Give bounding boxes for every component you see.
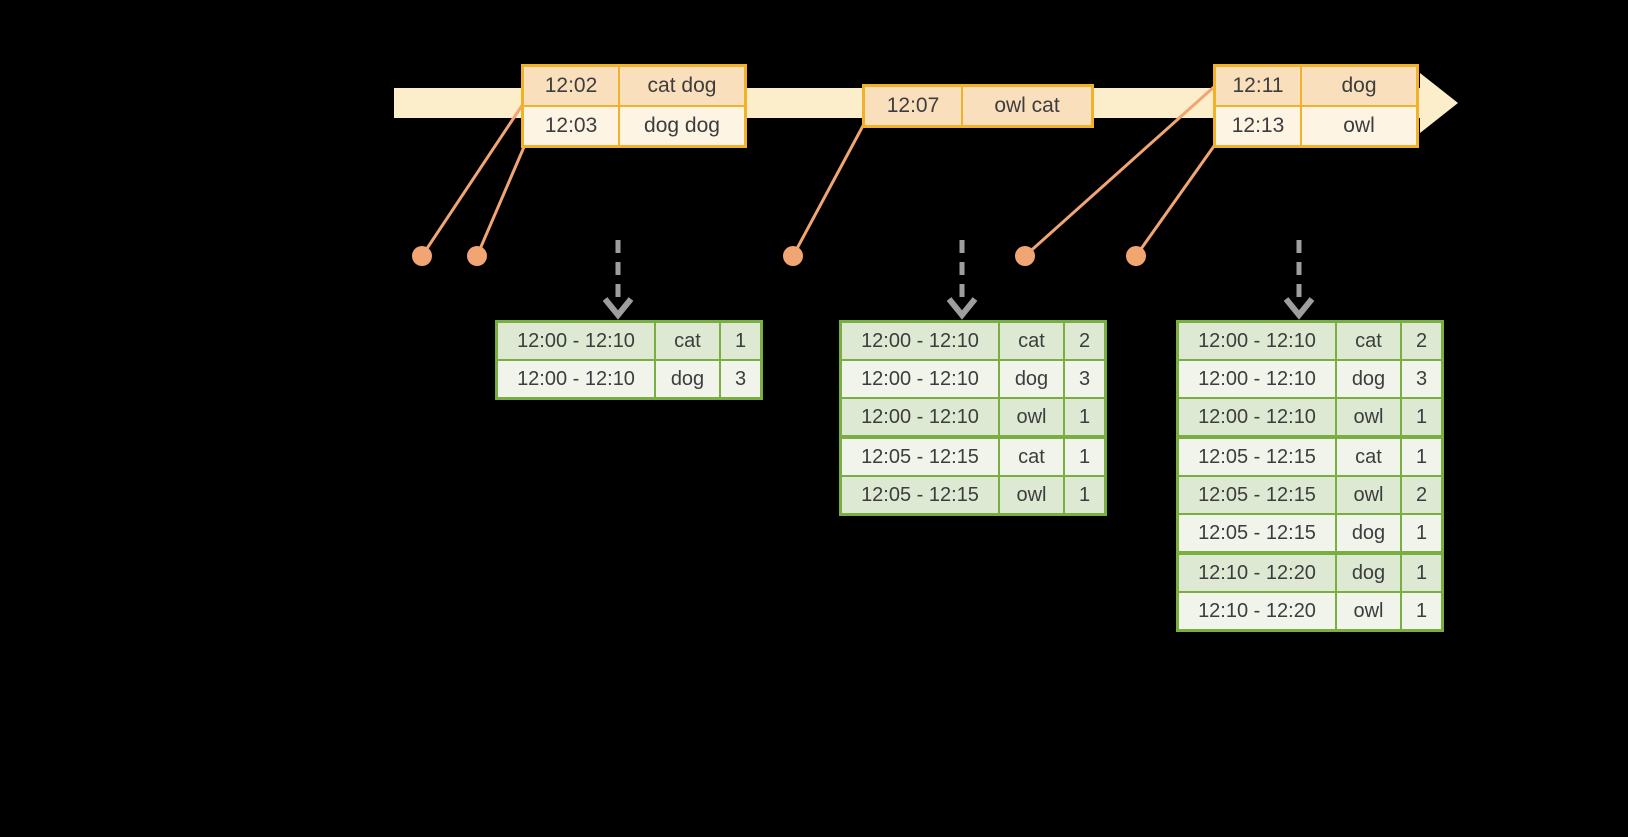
window-cell: 12:00 - 12:10 [1176, 320, 1337, 361]
event-time-cell: 12:03 [521, 105, 620, 148]
table-row: 12:10 - 12:20 dog 1 [1176, 551, 1444, 593]
table-row: 12:10 - 12:20 owl 1 [1176, 591, 1444, 632]
count-cell: 1 [1400, 513, 1444, 554]
table-row: 12:00 - 12:10 dog 3 [1176, 359, 1444, 399]
table-row: 12:00 - 12:10 dog 3 [839, 359, 1107, 399]
table-row: 12:02 cat dog [521, 64, 747, 107]
table-row: 12:05 - 12:15 owl 2 [1176, 475, 1444, 515]
window-cell: 12:00 - 12:10 [839, 397, 1000, 438]
event-marker-dot [783, 246, 803, 266]
table-row: 12:05 - 12:15 cat 1 [1176, 435, 1444, 477]
event-words-cell: owl [1300, 105, 1419, 148]
count-cell: 2 [1400, 475, 1444, 515]
count-cell: 1 [1400, 435, 1444, 477]
event-marker-dot [412, 246, 432, 266]
trigger-arrow [1283, 240, 1315, 320]
word-cell: dog [1335, 551, 1402, 593]
event-words-cell: cat dog [618, 64, 747, 107]
word-cell: cat [1335, 435, 1402, 477]
table-row: 12:05 - 12:15 dog 1 [1176, 513, 1444, 554]
event-marker-lines [420, 84, 1221, 258]
window-cell: 12:00 - 12:10 [495, 320, 656, 361]
event-table-1: 12:02 cat dog 12:03 dog dog [521, 64, 747, 148]
word-cell: owl [998, 397, 1065, 438]
count-cell: 1 [1063, 475, 1107, 516]
table-row: 12:00 - 12:10 cat 2 [839, 320, 1107, 361]
window-cell: 12:05 - 12:15 [1176, 435, 1337, 477]
window-cell: 12:05 - 12:15 [1176, 475, 1337, 515]
event-time-cell: 12:07 [862, 84, 963, 128]
count-cell: 1 [1400, 397, 1444, 438]
table-row: 12:07 owl cat [862, 84, 1094, 128]
table-row: 12:00 - 12:10 owl 1 [1176, 397, 1444, 438]
word-cell: owl [998, 475, 1065, 516]
event-marker-line [1023, 84, 1217, 258]
word-cell: cat [998, 320, 1065, 361]
count-cell: 3 [719, 359, 763, 400]
table-row: 12:11 dog [1213, 64, 1419, 107]
word-cell: owl [1335, 397, 1402, 438]
word-cell: cat [1335, 320, 1402, 361]
window-cell: 12:00 - 12:10 [1176, 359, 1337, 399]
table-row: 12:03 dog dog [521, 105, 747, 148]
result-table-2: 12:00 - 12:10 cat 2 12:00 - 12:10 dog 3 … [839, 320, 1107, 516]
event-time-cell: 12:02 [521, 64, 620, 107]
word-cell: dog [1335, 359, 1402, 399]
window-cell: 12:05 - 12:15 [1176, 513, 1337, 554]
event-marker-line [420, 102, 525, 258]
window-cell: 12:00 - 12:10 [1176, 397, 1337, 438]
word-cell: cat [654, 320, 721, 361]
event-marker-dot [1126, 246, 1146, 266]
count-cell: 1 [719, 320, 763, 361]
count-cell: 1 [1063, 397, 1107, 438]
timeline-arrowhead-icon [1420, 73, 1458, 133]
table-row: 12:00 - 12:10 dog 3 [495, 359, 763, 400]
event-table-3: 12:11 dog 12:13 owl [1213, 64, 1419, 148]
count-cell: 2 [1400, 320, 1444, 361]
event-words-cell: dog [1300, 64, 1419, 107]
result-table-1: 12:00 - 12:10 cat 1 12:00 - 12:10 dog 3 [495, 320, 763, 400]
word-cell: dog [998, 359, 1065, 399]
table-row: 12:05 - 12:15 cat 1 [839, 435, 1107, 477]
table-row: 12:00 - 12:10 owl 1 [839, 397, 1107, 438]
event-marker-dot [467, 246, 487, 266]
count-cell: 2 [1063, 320, 1107, 361]
window-cell: 12:10 - 12:20 [1176, 551, 1337, 593]
table-row: 12:05 - 12:15 owl 1 [839, 475, 1107, 516]
count-cell: 1 [1400, 591, 1444, 632]
table-row: 12:00 - 12:10 cat 2 [1176, 320, 1444, 361]
window-cell: 12:00 - 12:10 [839, 359, 1000, 399]
trigger-arrow [602, 240, 634, 320]
event-words-cell: owl cat [961, 84, 1094, 128]
word-cell: cat [998, 435, 1065, 477]
word-cell: owl [1335, 475, 1402, 515]
event-words-cell: dog dog [618, 105, 747, 148]
window-cell: 12:10 - 12:20 [1176, 591, 1337, 632]
event-marker-dot [1015, 246, 1035, 266]
table-row: 12:00 - 12:10 cat 1 [495, 320, 763, 361]
window-cell: 12:00 - 12:10 [839, 320, 1000, 361]
count-cell: 1 [1400, 551, 1444, 593]
window-cell: 12:00 - 12:10 [495, 359, 656, 400]
trigger-arrows [602, 240, 1315, 320]
event-marker-line [1134, 137, 1221, 258]
trigger-arrow [946, 240, 978, 320]
event-table-2: 12:07 owl cat [862, 84, 1094, 128]
event-marker-line [791, 120, 867, 258]
result-table-3: 12:00 - 12:10 cat 2 12:00 - 12:10 dog 3 … [1176, 320, 1444, 632]
count-cell: 3 [1400, 359, 1444, 399]
table-row: 12:13 owl [1213, 105, 1419, 148]
event-marker-dots [412, 246, 1146, 266]
event-time-cell: 12:13 [1213, 105, 1302, 148]
word-cell: dog [1335, 513, 1402, 554]
window-cell: 12:05 - 12:15 [839, 435, 1000, 477]
count-cell: 3 [1063, 359, 1107, 399]
event-marker-line [475, 138, 529, 258]
word-cell: owl [1335, 591, 1402, 632]
event-time-cell: 12:11 [1213, 64, 1302, 107]
word-cell: dog [654, 359, 721, 400]
window-cell: 12:05 - 12:15 [839, 475, 1000, 516]
count-cell: 1 [1063, 435, 1107, 477]
